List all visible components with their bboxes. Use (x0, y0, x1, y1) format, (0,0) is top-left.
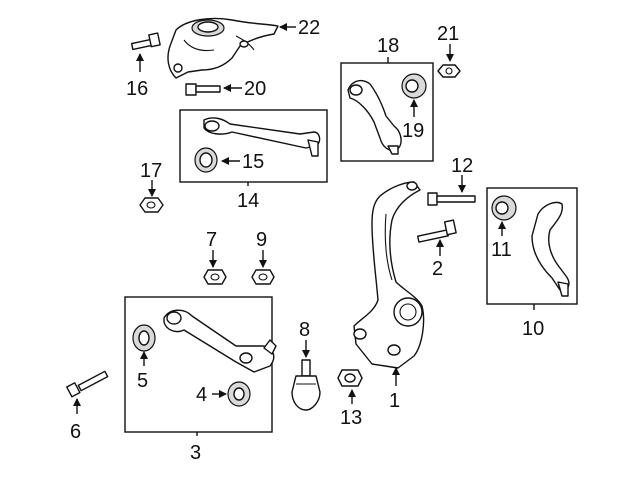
callout-7-label: 7 (206, 229, 217, 251)
callout-14: 14 (237, 182, 259, 212)
callout-13-label: 13 (340, 407, 362, 429)
callout-22: 22 (279, 17, 320, 39)
callout-9: 9 (256, 229, 267, 268)
callout-21-label: 21 (437, 23, 459, 45)
callout-5-label: 5 (137, 370, 148, 392)
part-8-ball-joint (291, 359, 321, 411)
callout-2-label: 2 (432, 258, 443, 280)
callout-12: 12 (451, 155, 473, 193)
callout-2: 2 (432, 239, 444, 280)
callout-21: 21 (437, 23, 459, 62)
callout-20-label: 20 (244, 78, 266, 100)
callout-16: 16 (126, 53, 148, 100)
callout-6-label: 6 (70, 421, 81, 443)
callout-19: 19 (402, 99, 424, 142)
callout-9-label: 9 (256, 229, 267, 251)
callout-4: 4 (196, 384, 227, 406)
callout-15: 15 (221, 151, 264, 173)
group-10-lower-arm (486, 187, 578, 305)
callout-3: 3 (190, 432, 201, 464)
callout-1: 1 (389, 367, 400, 412)
part-17-nut (139, 197, 164, 213)
callout-14-label: 14 (237, 190, 259, 212)
part-16-bolt (130, 32, 161, 51)
part-12-bolt (427, 192, 476, 206)
callout-5: 5 (137, 351, 148, 392)
callout-22-label: 22 (298, 17, 320, 39)
callout-10-label: 10 (522, 318, 544, 340)
callout-8: 8 (299, 319, 310, 358)
part-6-bolt (66, 370, 109, 398)
callout-20: 20 (223, 78, 266, 100)
part-7-nut (203, 269, 227, 285)
callout-4-label: 4 (196, 384, 207, 406)
callout-6: 6 (70, 398, 81, 443)
callout-19-label: 19 (402, 120, 424, 142)
callout-15-label: 15 (242, 151, 264, 173)
part-21-nut (437, 64, 461, 78)
part-2-bolt (417, 219, 457, 243)
callout-17: 17 (140, 160, 162, 197)
callout-11-label: 11 (491, 239, 512, 261)
callout-7: 7 (206, 229, 217, 268)
group-18-upper-link (340, 62, 434, 162)
callout-18-label: 18 (377, 35, 399, 57)
callout-13: 13 (340, 389, 362, 429)
part-9-nut (251, 269, 275, 285)
part-22-upper-mount (167, 17, 279, 79)
group-3-lower-link (124, 296, 277, 433)
callout-17-label: 17 (140, 160, 162, 182)
part-13-flange-nut (337, 369, 363, 387)
callout-11: 11 (491, 221, 512, 261)
group-14-upper-arm (179, 109, 328, 183)
part-20-bolt (185, 83, 221, 96)
callout-8-label: 8 (299, 319, 310, 341)
part-1-knuckle (353, 181, 425, 369)
callout-18: 18 (377, 35, 399, 63)
callout-10: 10 (522, 304, 544, 340)
callout-1-label: 1 (389, 390, 400, 412)
callout-12-label: 12 (451, 155, 473, 177)
callout-16-label: 16 (126, 78, 148, 100)
callout-3-label: 3 (190, 442, 201, 464)
